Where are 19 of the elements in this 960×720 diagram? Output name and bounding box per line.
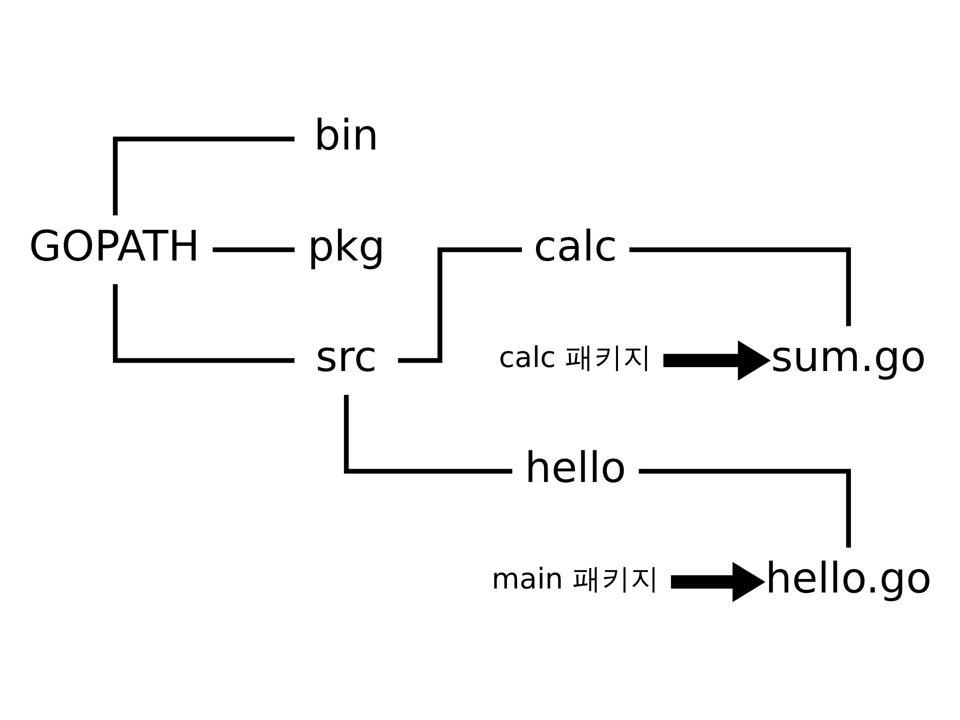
arrow [670,561,766,602]
node-text: hello [524,442,626,492]
connector [629,246,851,326]
node-text: sum.go [770,332,926,381]
node-text: pkg [308,220,386,270]
connector [638,468,851,548]
node-text: src [316,332,378,381]
connector [212,246,295,252]
connector [112,136,294,215]
node-text: calc 패키지 [498,340,652,374]
connector [344,394,512,474]
node-text: hello.go [765,553,932,602]
node-text: bin [314,110,379,160]
connector [398,246,522,362]
node-text: calc [534,220,618,270]
node-text: GOPATH [28,220,200,270]
arrow [663,340,771,380]
connector [112,284,294,362]
node-text: main 패키지 [492,561,660,596]
